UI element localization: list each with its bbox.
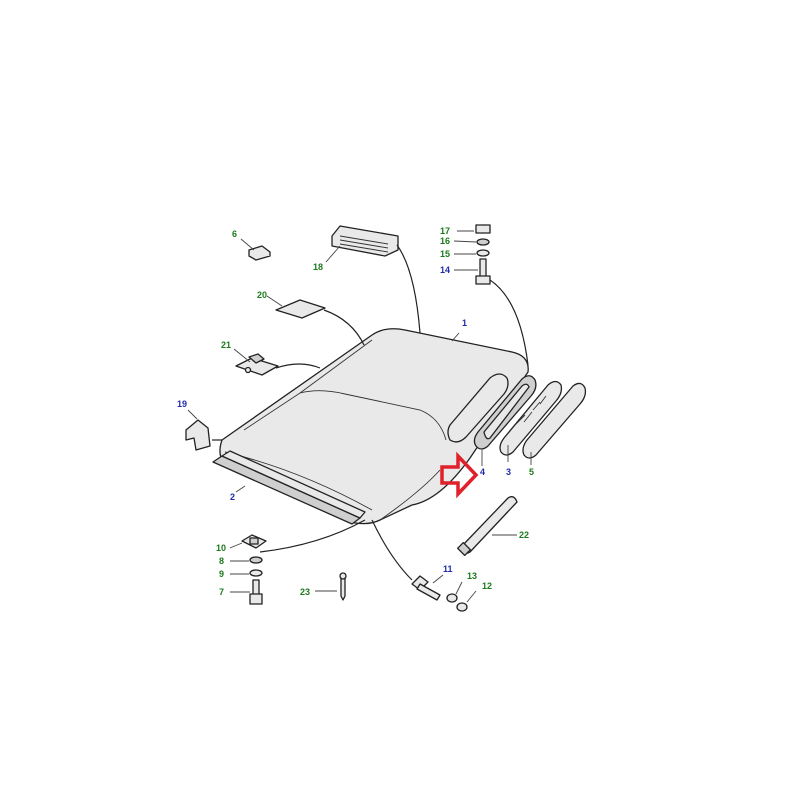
callout-6: 6 xyxy=(232,229,237,239)
callout-5: 5 xyxy=(529,467,534,477)
retaining-clip xyxy=(185,419,211,451)
callout-12: 12 xyxy=(482,581,492,591)
callout-1: 1 xyxy=(462,318,467,328)
right-arrow-icon xyxy=(440,451,479,499)
callout-9: 9 xyxy=(219,569,224,579)
callout-labels: 1 2 3 4 5 6 7 8 9 10 11 12 13 14 15 16 1… xyxy=(177,226,534,597)
callout-16: 16 xyxy=(440,236,450,246)
rivet xyxy=(339,572,347,601)
callout-10: 10 xyxy=(216,543,226,553)
leader-lines xyxy=(187,230,532,603)
window-trim xyxy=(522,382,587,459)
callout-15: 15 xyxy=(440,249,450,259)
callout-2: 2 xyxy=(230,492,235,502)
callout-23: 23 xyxy=(300,587,310,597)
assembly-lines xyxy=(212,244,529,581)
bolt-11 xyxy=(411,575,441,601)
window-glass xyxy=(499,380,563,456)
window-seal xyxy=(473,375,537,450)
front-seal-strip xyxy=(212,450,366,525)
bolt-stack-right xyxy=(475,224,491,285)
callout-22: 22 xyxy=(519,530,529,540)
bolt-stack-left xyxy=(241,534,267,605)
callout-4: 4 xyxy=(480,467,485,477)
roof-window-slot xyxy=(447,373,509,443)
washer-12 xyxy=(456,602,468,612)
callout-14: 14 xyxy=(440,265,450,275)
callout-20: 20 xyxy=(257,290,267,300)
callout-3: 3 xyxy=(506,467,511,477)
callout-17: 17 xyxy=(440,226,450,236)
mounting-bracket xyxy=(235,353,279,376)
roof-panel xyxy=(219,328,529,525)
grab-handle xyxy=(331,225,399,257)
callout-19: 19 xyxy=(177,399,187,409)
rear-plate xyxy=(275,299,326,319)
callout-21: 21 xyxy=(221,340,231,350)
callout-18: 18 xyxy=(313,262,323,272)
callout-8: 8 xyxy=(219,556,224,566)
washer-13 xyxy=(446,593,458,603)
callout-11: 11 xyxy=(443,564,453,574)
callout-13: 13 xyxy=(467,571,477,581)
rubber-bumper xyxy=(248,245,271,261)
callout-7: 7 xyxy=(219,587,224,597)
seal-tube xyxy=(456,496,518,557)
